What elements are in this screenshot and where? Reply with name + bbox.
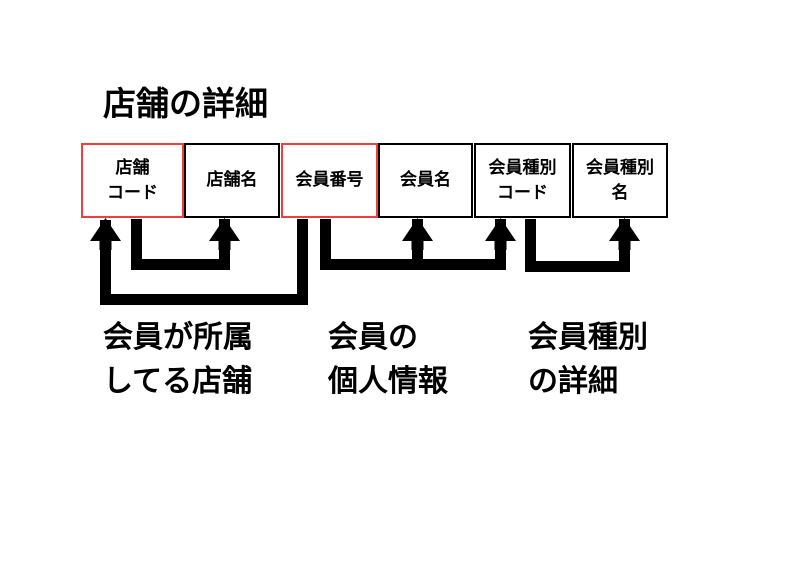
field-box-member-number: 会員番号 <box>281 143 378 218</box>
field-label-store-name: 店舗名 <box>206 170 258 190</box>
group-label-store-membership: 会員が所属 してる店舗 <box>103 320 253 399</box>
field-label-member-name: 会員名 <box>400 170 451 190</box>
connector-group-member-type-detail <box>525 218 640 272</box>
field-label-member-type-name: 会員種別 名 <box>586 157 654 203</box>
field-label-member-number: 会員番号 <box>295 170 364 190</box>
field-label-member-type-code: 会員種別 コード <box>488 157 557 203</box>
page-title: 店舗の詳細 <box>103 84 268 123</box>
field-box-store-name: 店舗名 <box>184 143 280 218</box>
connector-group-member-personal-info <box>320 218 516 270</box>
connector-group-store-membership <box>90 218 308 305</box>
field-box-member-name: 会員名 <box>378 143 473 218</box>
group-label-member-personal-info: 会員の 個人情報 <box>328 320 448 399</box>
field-box-store-code: 店舗 コード <box>81 143 184 218</box>
field-box-member-type-code: 会員種別 コード <box>474 143 571 218</box>
field-label-store-code: 店舗 コード <box>107 157 158 203</box>
group-label-member-type-detail: 会員種別 の詳細 <box>528 320 648 399</box>
field-box-member-type-name: 会員種別 名 <box>572 143 668 218</box>
